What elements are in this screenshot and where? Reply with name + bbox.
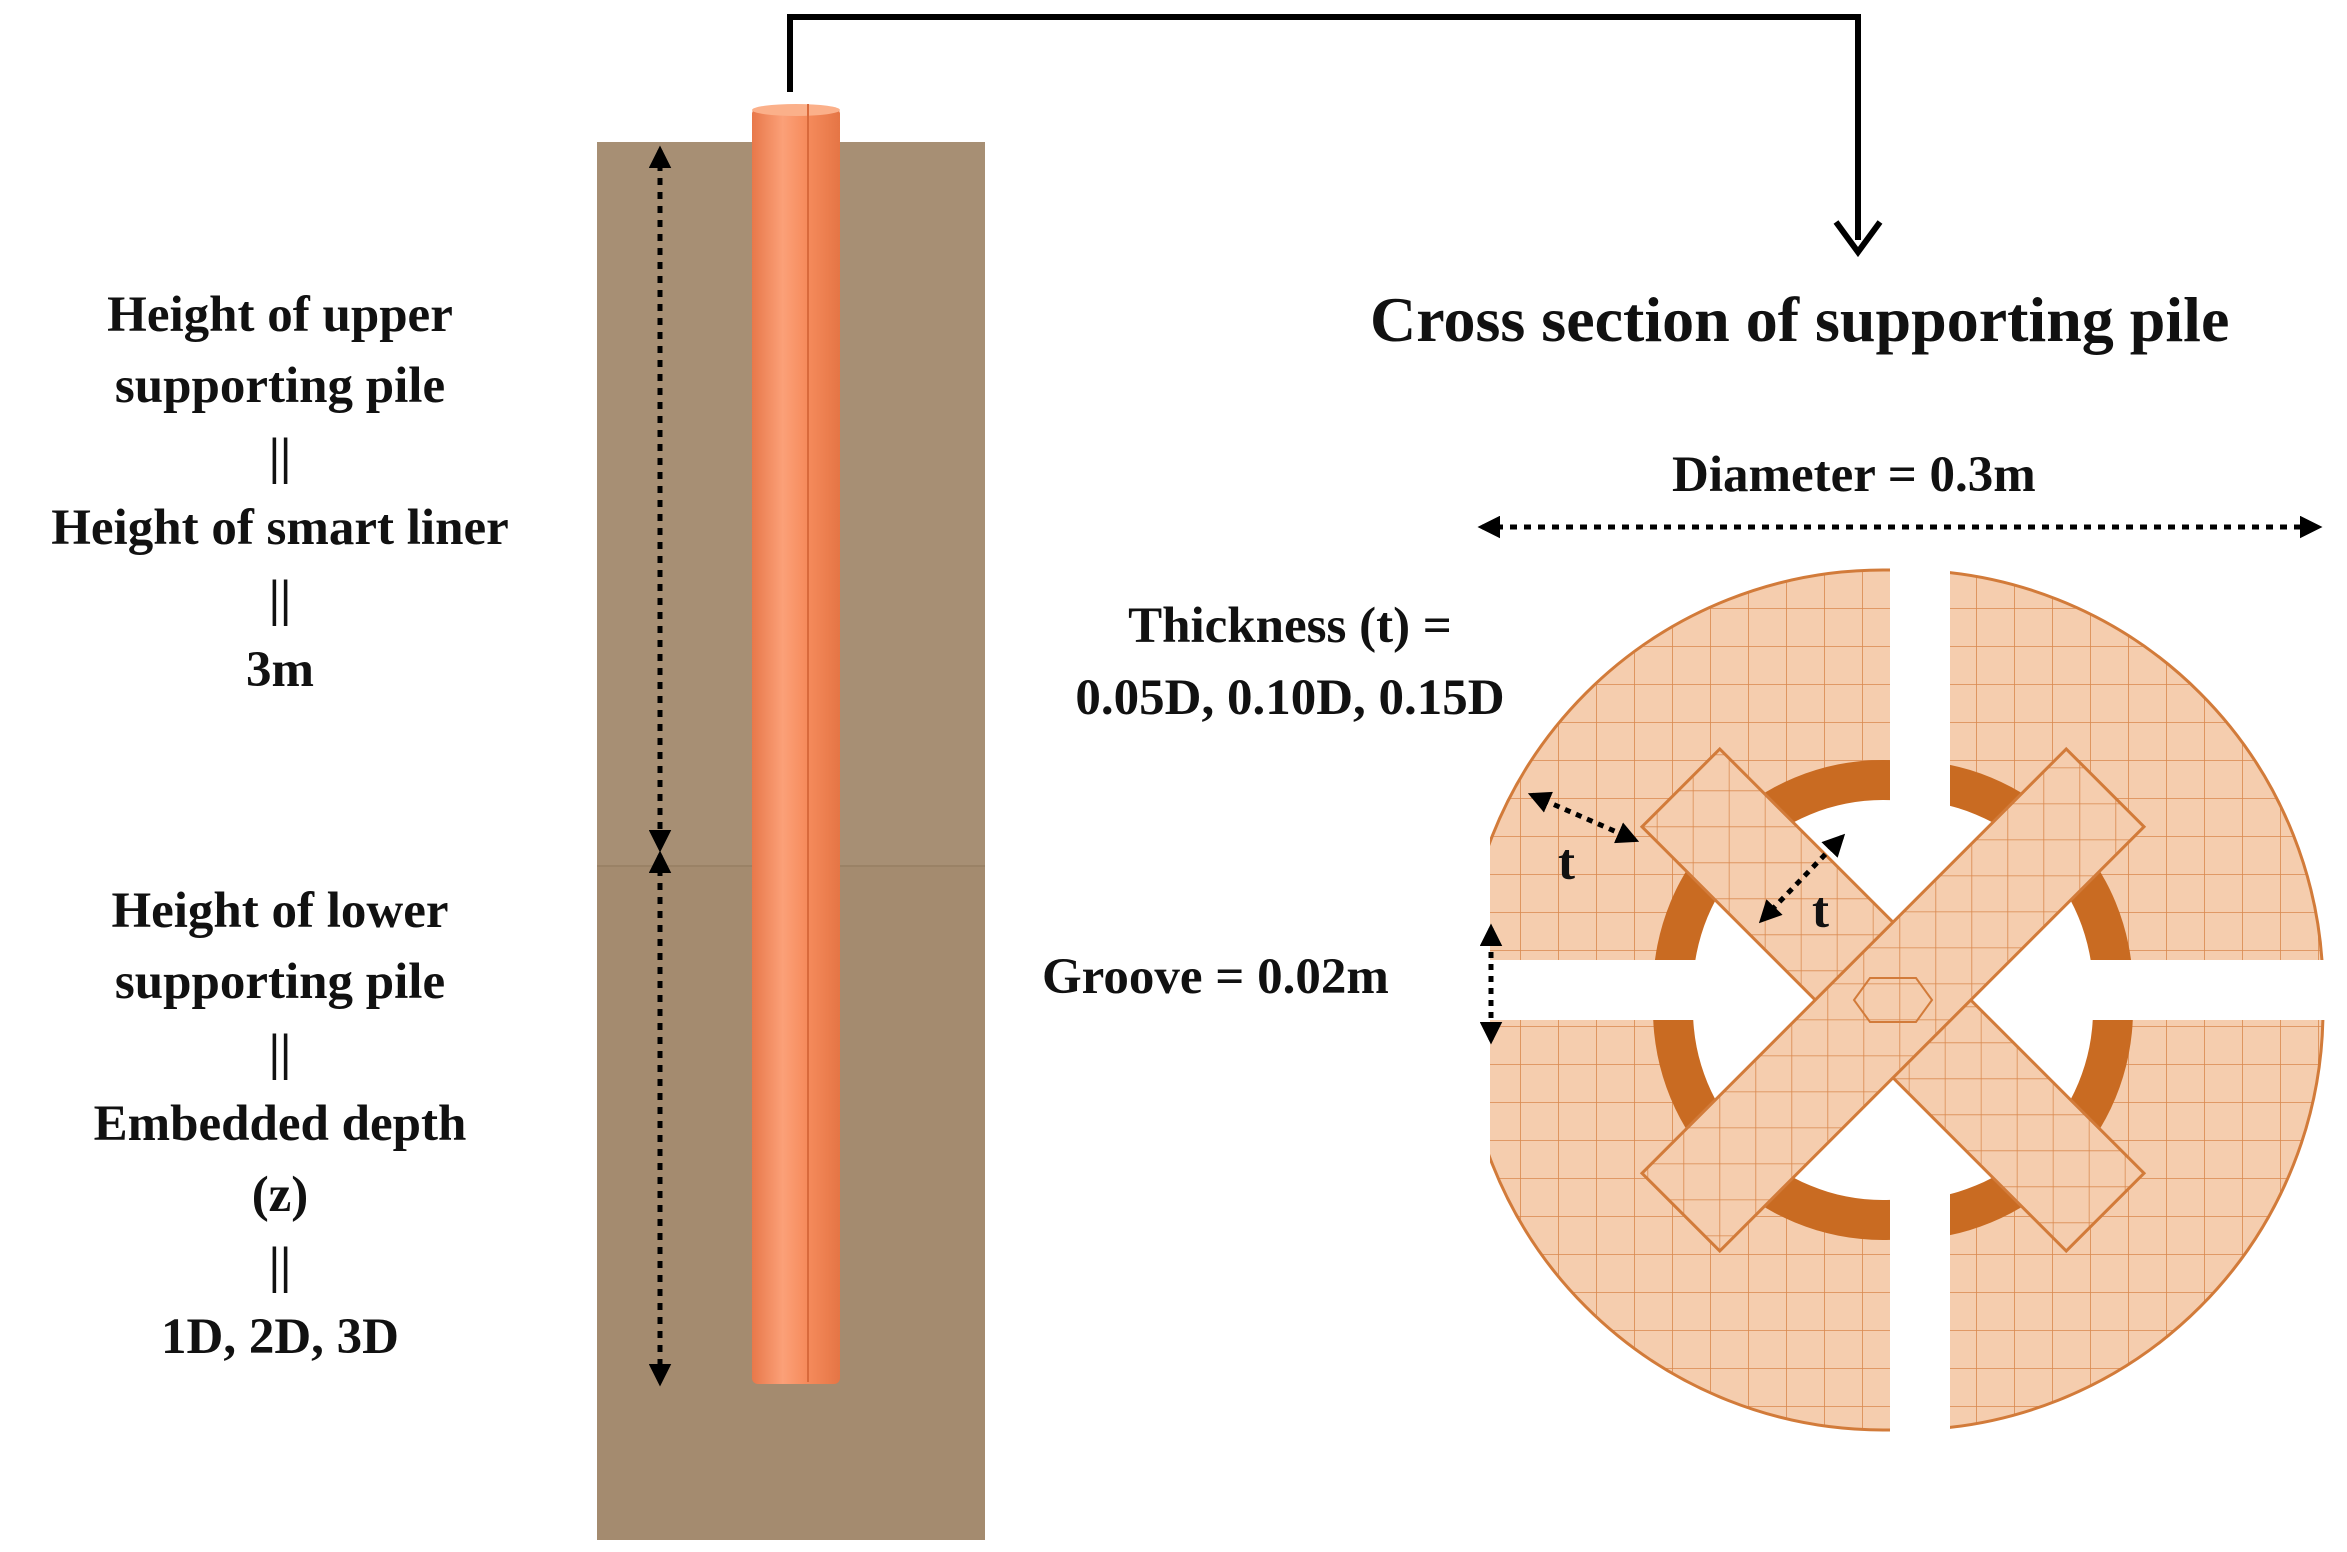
diameter-label: Diameter = 0.3m <box>1672 447 2036 503</box>
thickness-label: Thickness (t) = 0.05D, 0.10D, 0.15D <box>1010 590 1570 734</box>
lower-pile-label: Height of lower supporting pile || Embed… <box>0 876 560 1373</box>
t-mark-left: t <box>1558 835 1575 891</box>
upper-label-line-1: Height of upper <box>107 287 453 343</box>
t-mark-center: t <box>1812 883 1829 939</box>
cross-section-mesh <box>1490 568 2325 1432</box>
lower-label-line-4: Embedded depth <box>93 1096 467 1152</box>
upper-label-line-4: Height of smart liner <box>51 500 509 556</box>
lower-label-line-7: 1D, 2D, 3D <box>161 1309 399 1365</box>
cross-section-title: Cross section of supporting pile <box>1370 284 2230 355</box>
lower-label-line-3: || <box>268 1025 292 1081</box>
thickness-label-line-2: 0.05D, 0.10D, 0.15D <box>1075 670 1505 726</box>
upper-label-line-3: || <box>268 429 292 485</box>
connector-line <box>787 14 1861 240</box>
lower-label-line-6: || <box>268 1238 292 1294</box>
upper-label-line-2: supporting pile <box>114 358 446 414</box>
connector-arrowhead <box>1833 220 1883 258</box>
thickness-label-line-1: Thickness (t) = <box>1128 598 1452 654</box>
upper-label-line-5: || <box>268 571 292 627</box>
lower-label-line-5: (z) <box>251 1167 309 1223</box>
upper-pile-label: Height of upper supporting pile || Heigh… <box>0 280 560 706</box>
lower-label-line-1: Height of lower <box>111 883 449 939</box>
upper-label-line-6: 3m <box>246 642 314 698</box>
thickness-arrow-center <box>1758 833 1846 924</box>
lower-label-line-2: supporting pile <box>114 954 446 1010</box>
groove-label: Groove = 0.02m <box>1042 949 1389 1005</box>
supporting-pile <box>752 104 840 1384</box>
